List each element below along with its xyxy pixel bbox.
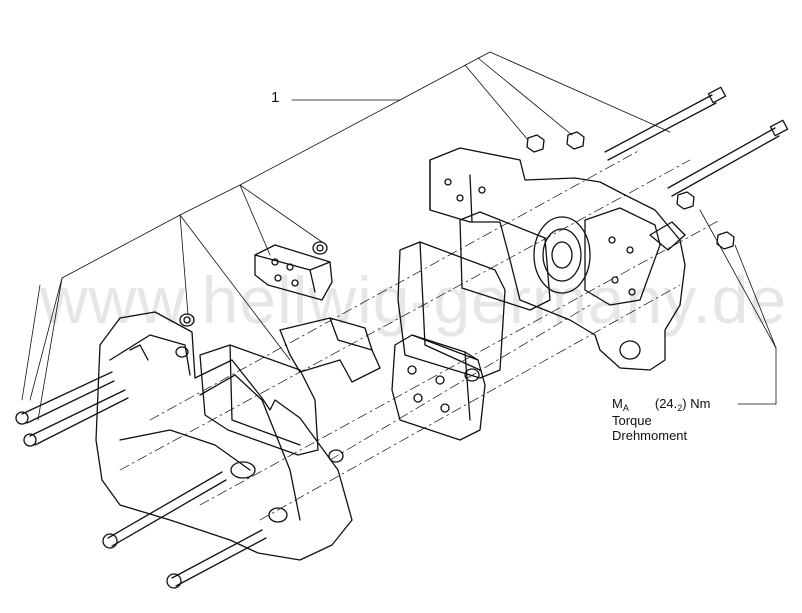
caliper-housing-rear (429, 147, 686, 371)
torque-value-row: MA (24.2) Nm (612, 396, 710, 413)
guide-pins (604, 86, 789, 251)
torque-value-prefix: (24. (654, 396, 678, 411)
washer-center (464, 368, 480, 382)
torque-label-german: Drehmoment (612, 428, 688, 443)
anti-rattle-spring (279, 317, 381, 383)
hex-nuts (526, 131, 735, 250)
leader-lines (21, 51, 777, 421)
caliper-housing-front (95, 311, 353, 561)
assembly-axes (119, 149, 721, 521)
torque-label-english: Torque (612, 413, 652, 428)
torque-symbol-subscript: A (622, 403, 629, 413)
long-bolts (15, 371, 267, 589)
washer-top (312, 241, 328, 255)
retainer-block-center (391, 334, 486, 441)
torque-symbol: M (612, 396, 623, 411)
washer-bottom (328, 449, 344, 463)
retainer-block-left (254, 244, 333, 301)
washer-left (179, 313, 195, 327)
callout-number-1: 1 (271, 89, 280, 106)
torque-value-subscript: 2 (677, 403, 683, 413)
torque-value-suffix: ) Nm (682, 396, 711, 411)
brake-pads (199, 211, 551, 456)
torque-annotation: MA (24.2) Nm Torque Drehmoment (612, 396, 710, 443)
